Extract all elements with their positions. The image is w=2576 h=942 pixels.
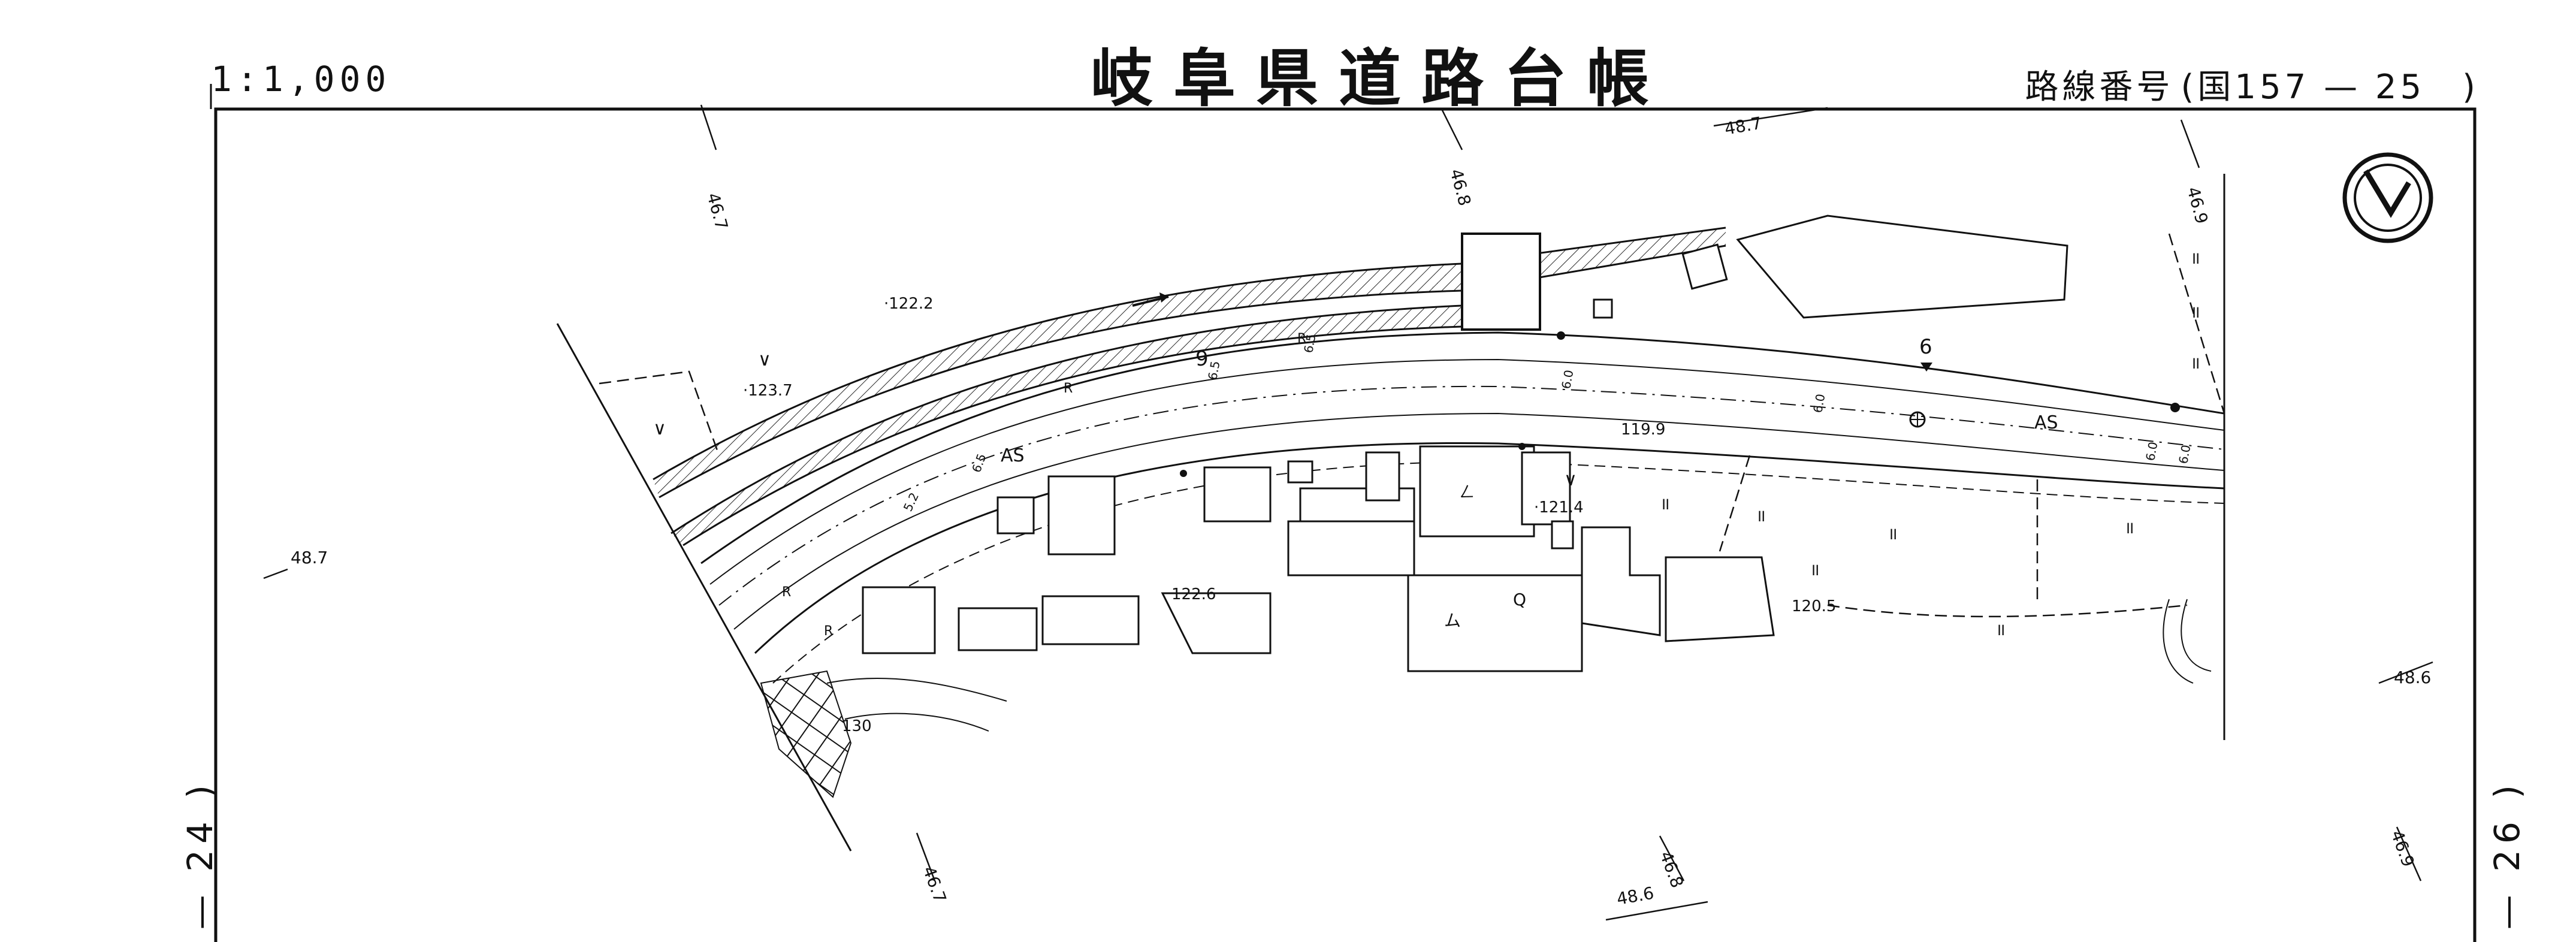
contour-label: 48.7 — [1723, 113, 1763, 139]
road-width: 6.5 — [1301, 333, 1318, 354]
road-mark: R — [1064, 381, 1073, 396]
page-title: 岐阜県道路台帳 — [1091, 42, 1670, 115]
paddy-symbol: ॥ — [1756, 506, 1766, 526]
terrain-lines — [826, 599, 2212, 732]
spot-height: 122.6 — [1171, 585, 1216, 603]
road-width: 6.5 — [1205, 360, 1222, 381]
spot-height: 120.5 — [1792, 597, 1836, 615]
contour-label: 48.6 — [1615, 883, 1655, 909]
lane-lines — [709, 358, 2225, 630]
road-width: 5.2 — [901, 490, 922, 514]
mountain-symbol: ㄥ — [1459, 484, 1475, 502]
road-width: 6.5 — [969, 452, 989, 475]
route-number: 路線番号(国157 — 25 ) — [2025, 60, 2486, 108]
north-arrow-icon — [2342, 152, 2433, 243]
survey-markers — [1180, 331, 2180, 477]
upper-slope-hatch — [653, 228, 1726, 497]
spot-height: 119.9 — [1621, 421, 1665, 439]
contour-label: 46.9 — [2387, 828, 2418, 869]
road-mark: R — [824, 624, 833, 639]
road-width: 6.0 — [1559, 369, 1576, 390]
field-symbol: ∨ — [653, 418, 666, 439]
road-edges — [700, 331, 2225, 654]
spot-height: ·123.7 — [743, 382, 793, 400]
paddy-symbol: ॥ — [1888, 524, 1898, 544]
spot-height: ·122.2 — [884, 295, 934, 313]
road-centerline — [718, 385, 2225, 606]
paddy-symbol: ॥ — [2190, 248, 2200, 268]
paddy-symbol: ॥ — [1810, 560, 1820, 579]
contour-label: 48.7 — [291, 548, 328, 567]
contour-lines — [263, 104, 2433, 921]
rock-area — [760, 670, 852, 798]
contour-label: 46.7 — [703, 191, 732, 232]
road-width: 6.0 — [2143, 440, 2160, 461]
buildings — [862, 215, 2068, 672]
bridge-box — [1461, 233, 1541, 331]
contour-label: 46.8 — [1446, 167, 1475, 208]
field-symbol: ∨ — [1564, 469, 1577, 490]
contour-label: 46.7 — [919, 864, 950, 905]
pavement-label: AS — [2034, 412, 2058, 433]
paddy-symbol: ॥ — [2190, 353, 2200, 373]
paddy-symbol: ॥ — [2190, 302, 2200, 322]
station-number: 6 — [1919, 335, 1932, 359]
station-number: 9 — [1195, 347, 1209, 371]
route-number-value: (国157 — 25 ) — [2181, 68, 2479, 107]
paddy-symbol: ॥ — [2124, 518, 2134, 538]
paddy-symbol: ॥ — [1660, 494, 1670, 514]
contour-label: 46.9 — [2183, 185, 2212, 226]
parcel-boundaries — [599, 233, 2225, 618]
map-header: 1:1,000 岐阜県道路台帳 路線番号(国157 — 25 ) — [0, 0, 2576, 115]
wasteland-symbol: ム — [1444, 611, 1461, 630]
contour-label: 46.8 — [1656, 849, 1687, 890]
spot-height: 130 — [842, 717, 872, 735]
scale-label: 1:1,000 — [211, 59, 391, 99]
route-number-label: 路線番号 — [2025, 68, 2174, 107]
road-width: 6.0 — [1810, 393, 1828, 413]
contour-label: 48.6 — [2394, 668, 2431, 687]
road-width: 6.0 — [2176, 443, 2193, 464]
spot-height: ·121.4 — [1534, 499, 1584, 517]
road-mark: R — [1297, 331, 1306, 346]
map-frame — [214, 107, 2477, 942]
paddy-symbol: ॥ — [1995, 620, 2006, 639]
pavement-label: AS — [1001, 445, 1025, 466]
field-symbol: ∨ — [758, 349, 771, 370]
forest-symbol: Q — [1513, 590, 1526, 609]
road-mark: R — [782, 585, 791, 600]
lower-slope-hatch — [671, 306, 1462, 545]
